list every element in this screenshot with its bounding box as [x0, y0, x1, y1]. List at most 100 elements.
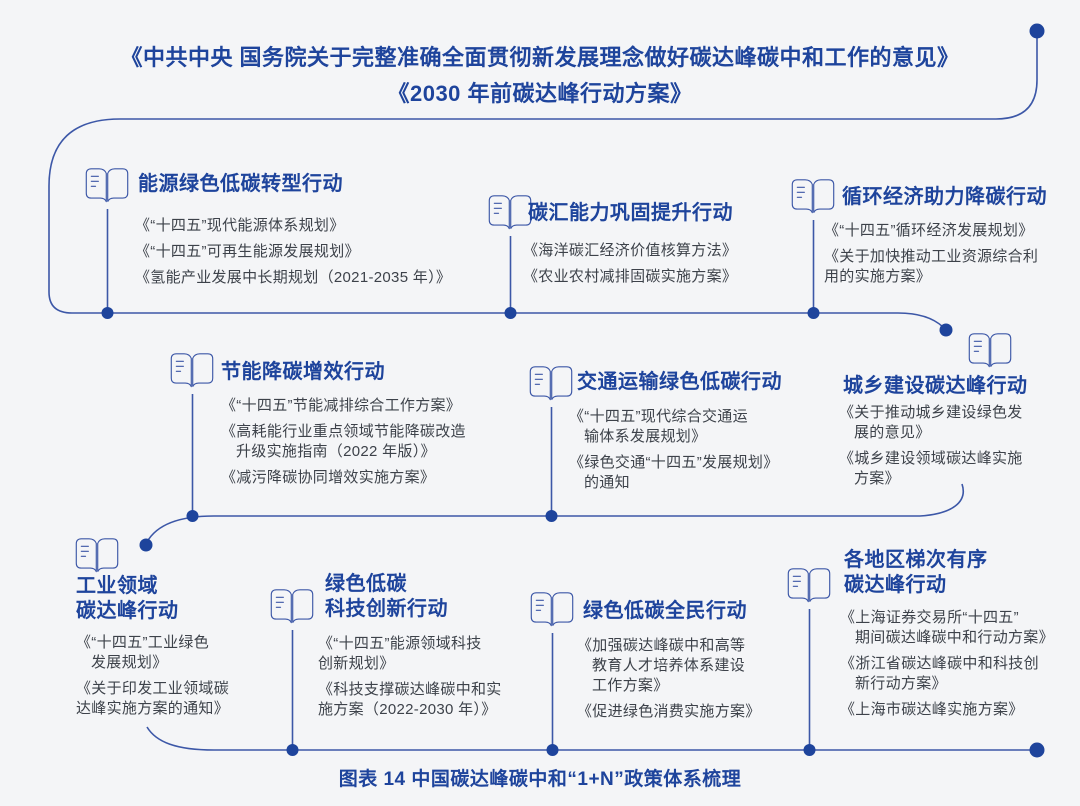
policy-doc-line: 《关于印发工业领域碳: [76, 680, 230, 697]
policy-doc-line: 《关于推动城乡建设绿色发: [839, 404, 1023, 421]
policy-doc-line: 新行动方案》: [855, 675, 947, 692]
junction-dot: [803, 744, 816, 756]
book-icon: [84, 167, 130, 207]
diagram-title-line-1: 《中共中央 国务院关于完整准确全面贯彻新发展理念做好碳达峰碳中和工作的意见》: [120, 45, 960, 70]
policy-doc-list: 《“十四五”节能减排综合工作方案》《高耗能行业重点领域节能降碳改造升级实施指南（…: [221, 396, 466, 494]
policy-doc-line: 施方案（2022-2030 年）》: [318, 701, 497, 718]
action-heading: 工业领域 碳达峰行动: [76, 574, 179, 624]
action-heading-line: 节能降碳增效行动: [221, 361, 385, 383]
policy-doc-line: 升级实施指南（2022 年版）》: [236, 443, 436, 460]
policy-doc: 《高耗能行业重点领域节能降碳改造升级实施指南（2022 年版）》: [221, 422, 466, 462]
book-icon: [528, 365, 574, 405]
action-heading-line: 碳达峰行动: [844, 574, 947, 596]
policy-doc-line: 输体系发展规划》: [584, 428, 707, 445]
policy-doc: 《海洋碳汇经济价值核算方法》: [523, 241, 737, 261]
policy-doc-line: 《科技支撑碳达峰碳中和实: [318, 681, 502, 698]
action-heading-line: 绿色低碳: [325, 573, 407, 595]
policy-doc: 《“十四五”能源领域科技创新规划》: [318, 634, 502, 674]
policy-doc-line: 《高耗能行业重点领域节能降碳改造: [221, 423, 466, 440]
action-heading: 各地区梯次有序 碳达峰行动: [844, 548, 988, 598]
policy-doc-list: 《“十四五”能源领域科技创新规划》《科技支撑碳达峰碳中和实施方案（2022-20…: [318, 634, 502, 726]
policy-doc-line: 《“十四五”节能减排综合工作方案》: [221, 397, 462, 414]
action-heading-line: 工业领域: [76, 575, 158, 597]
policy-doc-line: 《海洋碳汇经济价值核算方法》: [523, 242, 738, 259]
path-end-dot: [1029, 742, 1045, 758]
book-icon: [169, 352, 215, 392]
action-heading: 交通运输绿色低碳行动: [577, 370, 782, 395]
policy-doc: 《绿色交通“十四五”发展规划》的通知: [569, 453, 779, 493]
policy-doc: 《关于印发工业领域碳达峰实施方案的通知》: [76, 679, 229, 719]
policy-doc: 《“十四五”现代综合交通运输体系发展规划》: [569, 407, 779, 447]
book-icon: [786, 567, 832, 607]
diagram-title-line-2: 《2030 年前碳达峰行动方案》: [387, 81, 693, 106]
policy-doc: 《上海市碳达峰实施方案》: [840, 700, 1054, 720]
action-heading: 绿色低碳 科技创新行动: [325, 572, 448, 622]
policy-doc-line: 《绿色交通“十四五”发展规划》: [569, 454, 779, 471]
action-heading: 碳汇能力巩固提升行动: [528, 201, 733, 226]
action-heading: 节能降碳增效行动: [221, 360, 385, 385]
action-heading-line: 科技创新行动: [325, 598, 448, 620]
action-heading: 循环经济助力降碳行动: [842, 185, 1047, 210]
figure-caption: 图表 14 中国碳达峰碳中和“1+N”政策体系梳理: [338, 769, 742, 790]
policy-doc-line: 《城乡建设领域碳达峰实施: [839, 450, 1023, 467]
action-heading: 绿色低碳全民行动: [583, 599, 747, 624]
policy-doc: 《关于加快推动工业资源综合利用的实施方案》: [824, 247, 1038, 287]
junction-dot: [545, 510, 558, 522]
policy-doc-line: 《氢能产业发展中长期规划（2021-2035 年）》: [135, 269, 452, 286]
policy-doc-line: 《“十四五”工业绿色: [76, 634, 209, 651]
policy-doc-line: 《关于加快推动工业资源综合利: [824, 248, 1039, 265]
policy-doc-line: 《“十四五”循环经济发展规划》: [824, 222, 1034, 239]
policy-doc: 《关于推动城乡建设绿色发展的意见》: [839, 403, 1023, 443]
book-icon: [529, 591, 575, 631]
policy-doc-line: 发展规划》: [91, 654, 168, 671]
policy-doc-line: 《“十四五”现代综合交通运: [569, 408, 748, 425]
policy-doc-list: 《上海证券交易所“十四五” 期间碳达峰碳中和行动方案》《浙江省碳达峰碳中和科技创新…: [840, 608, 1054, 726]
policy-doc-line: 《减污降碳协同增效实施方案》: [221, 469, 436, 486]
policy-doc-line: 《“十四五”现代能源体系规划》: [135, 217, 345, 234]
policy-doc-line: 工作方案》: [592, 677, 669, 694]
policy-doc: 《城乡建设领域碳达峰实施方案》: [839, 449, 1023, 489]
flow-path-segment-1: [48, 36, 1038, 328]
policy-doc: 《减污降碳协同增效实施方案》: [221, 468, 466, 488]
policy-doc-line: 达峰实施方案的通知》: [76, 700, 230, 717]
policy-doc: 《氢能产业发展中长期规划（2021-2035 年）》: [135, 268, 451, 288]
policy-doc-line: 教育人才培养体系建设: [592, 657, 746, 674]
policy-doc-line: 期间碳达峰碳中和行动方案》: [855, 629, 1054, 646]
policy-doc: 《“十四五”现代能源体系规划》: [135, 216, 451, 236]
junction-dot: [807, 307, 820, 319]
policy-doc-line: 展的意见》: [854, 424, 931, 441]
action-heading-line: 碳达峰行动: [76, 600, 179, 622]
junction-dot: [504, 307, 517, 319]
policy-doc: 《科技支撑碳达峰碳中和实施方案（2022-2030 年）》: [318, 680, 502, 720]
flow-path-segment-2: [146, 483, 964, 543]
policy-doc-line: 《浙江省碳达峰碳中和科技创: [840, 655, 1039, 672]
junction-dot: [286, 744, 299, 756]
book-icon: [967, 332, 1013, 372]
book-icon: [487, 194, 533, 234]
policy-doc-line: 《上海市碳达峰实施方案》: [840, 701, 1024, 718]
path-end-dot: [139, 538, 153, 552]
policy-doc-line: 《“十四五”能源领域科技: [318, 635, 482, 652]
policy-doc-list: 《“十四五”现代能源体系规划》《“十四五”可再生能源发展规划》《氢能产业发展中长…: [135, 216, 451, 294]
book-icon: [269, 588, 315, 628]
action-heading: 城乡建设碳达峰行动: [843, 374, 1028, 399]
policy-doc: 《加强碳达峰碳中和高等教育人才培养体系建设工作方案》: [577, 636, 761, 696]
policy-doc-line: 用的实施方案》: [824, 268, 932, 285]
policy-doc: 《上海证券交易所“十四五” 期间碳达峰碳中和行动方案》: [840, 608, 1054, 648]
policy-doc: 《“十四五”循环经济发展规划》: [824, 221, 1038, 241]
policy-doc-line: 创新规划》: [318, 655, 395, 672]
book-icon: [790, 178, 836, 218]
path-start-dot: [1029, 23, 1045, 39]
policy-doc: 《浙江省碳达峰碳中和科技创新行动方案》: [840, 654, 1054, 694]
policy-doc-line: 《“十四五”可再生能源发展规划》: [135, 243, 360, 260]
action-heading-line: 绿色低碳全民行动: [583, 600, 747, 622]
action-heading-line: 城乡建设碳达峰行动: [843, 375, 1028, 397]
junction-dot: [101, 307, 114, 319]
policy-doc: 《“十四五”节能减排综合工作方案》: [221, 396, 466, 416]
junction-dot: [186, 510, 199, 522]
policy-doc-line: 《上海证券交易所“十四五”: [840, 609, 1019, 626]
action-heading-line: 交通运输绿色低碳行动: [577, 371, 782, 393]
policy-doc: 《促进绿色消费实施方案》: [577, 702, 761, 722]
policy-doc-list: 《关于推动城乡建设绿色发展的意见》《城乡建设领域碳达峰实施方案》: [839, 403, 1023, 495]
